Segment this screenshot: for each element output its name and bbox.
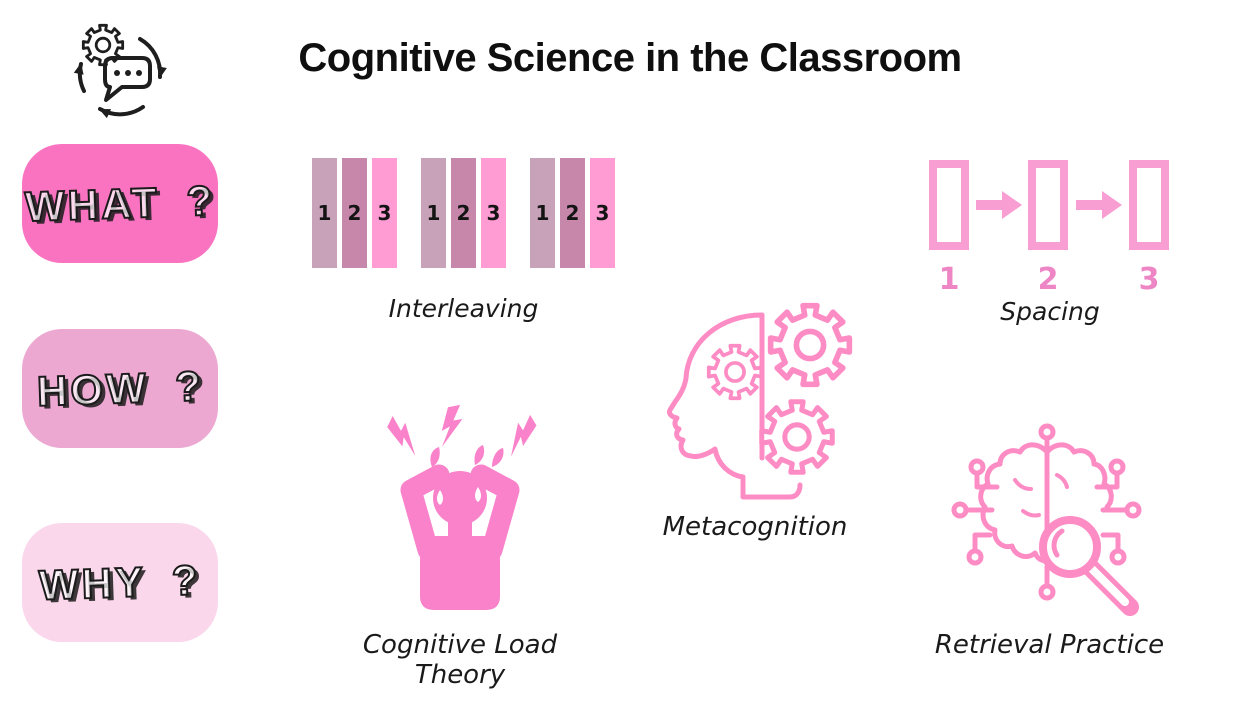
cognitive-load-caption: Cognitive Load Theory xyxy=(362,630,558,690)
interleaving-bar: 3 xyxy=(372,158,397,268)
spacing-box xyxy=(1129,160,1169,250)
sweat-drop-icon xyxy=(430,447,440,467)
cycle-arrows-icon xyxy=(73,37,167,119)
why-card[interactable]: WHY ? xyxy=(22,523,218,642)
lightning-icon xyxy=(497,412,543,458)
chat-bubble-icon xyxy=(103,56,152,102)
gear-icon xyxy=(706,343,764,401)
interleaving-group: 1 2 3 xyxy=(312,158,397,268)
spacing-step-number: 3 xyxy=(1138,262,1160,297)
what-card[interactable]: WHAT ? xyxy=(22,144,218,263)
person-arm-left xyxy=(400,464,450,561)
brain-magnifier-circuit-icon xyxy=(951,423,1142,616)
how-card[interactable]: HOW ? xyxy=(22,329,218,448)
bar-number: 3 xyxy=(377,201,392,225)
process-gear-chat-icon xyxy=(73,23,167,119)
metacognition-caption: Metacognition xyxy=(662,512,848,542)
retrieval-caption: Retrieval Practice xyxy=(934,630,1165,660)
interleaving-bar: 1 xyxy=(421,158,446,268)
spacing-step-number: 2 xyxy=(1037,262,1059,297)
interleaving-bar: 3 xyxy=(590,158,615,268)
gear-icon xyxy=(762,402,833,473)
interleaving-bar: 2 xyxy=(451,158,476,268)
interleaving-group: 1 2 3 xyxy=(530,158,615,268)
what-card-label: WHAT ? xyxy=(23,175,217,231)
brain-right-outline xyxy=(1044,442,1114,510)
person-head xyxy=(433,471,487,525)
magnifier-lens xyxy=(1039,516,1101,578)
interleaving-bar: 1 xyxy=(530,158,555,268)
interleaving-bar: 1 xyxy=(312,158,337,268)
sweat-drop-icon xyxy=(492,448,504,467)
head-sweat-highlight xyxy=(437,490,443,505)
person-torso xyxy=(420,536,500,610)
stressed-person-icon xyxy=(381,404,543,610)
spacing-box xyxy=(929,160,969,250)
spacing-diagram: 1 2 3 xyxy=(920,160,1180,300)
spacing-box xyxy=(1028,160,1068,250)
head-sweat-highlight xyxy=(475,487,481,502)
interleaving-group: 1 2 3 xyxy=(421,158,506,268)
spacing-step-number: 1 xyxy=(938,262,960,297)
interleaving-bars: 1 2 3 1 2 3 1 2 3 xyxy=(312,158,615,268)
bar-number: 2 xyxy=(456,201,471,225)
page-title: Cognitive Science in the Classroom xyxy=(298,36,962,80)
gear-icon xyxy=(771,306,850,385)
how-card-label: HOW ? xyxy=(35,361,206,416)
interleaving-bar: 2 xyxy=(342,158,367,268)
head-profile-outline xyxy=(667,312,803,500)
bar-number: 2 xyxy=(347,201,362,225)
bar-number: 3 xyxy=(595,201,610,225)
interleaving-bar: 3 xyxy=(481,158,506,268)
lightning-icon xyxy=(440,404,464,448)
bar-number: 2 xyxy=(565,201,580,225)
why-card-label: WHY ? xyxy=(37,555,202,610)
bar-number: 3 xyxy=(486,201,501,225)
interleaving-bar: 2 xyxy=(560,158,585,268)
person-arm-right xyxy=(470,464,520,561)
sweat-drop-icon xyxy=(474,445,485,465)
bar-number: 1 xyxy=(317,201,332,225)
bar-number: 1 xyxy=(426,201,441,225)
head-with-gears-icon xyxy=(667,290,865,500)
brain-left-outline xyxy=(978,442,1050,564)
bar-number: 1 xyxy=(535,201,550,225)
spacing-caption: Spacing xyxy=(1000,297,1100,326)
interleaving-caption: Interleaving xyxy=(388,294,539,323)
lightning-icon xyxy=(381,413,428,457)
